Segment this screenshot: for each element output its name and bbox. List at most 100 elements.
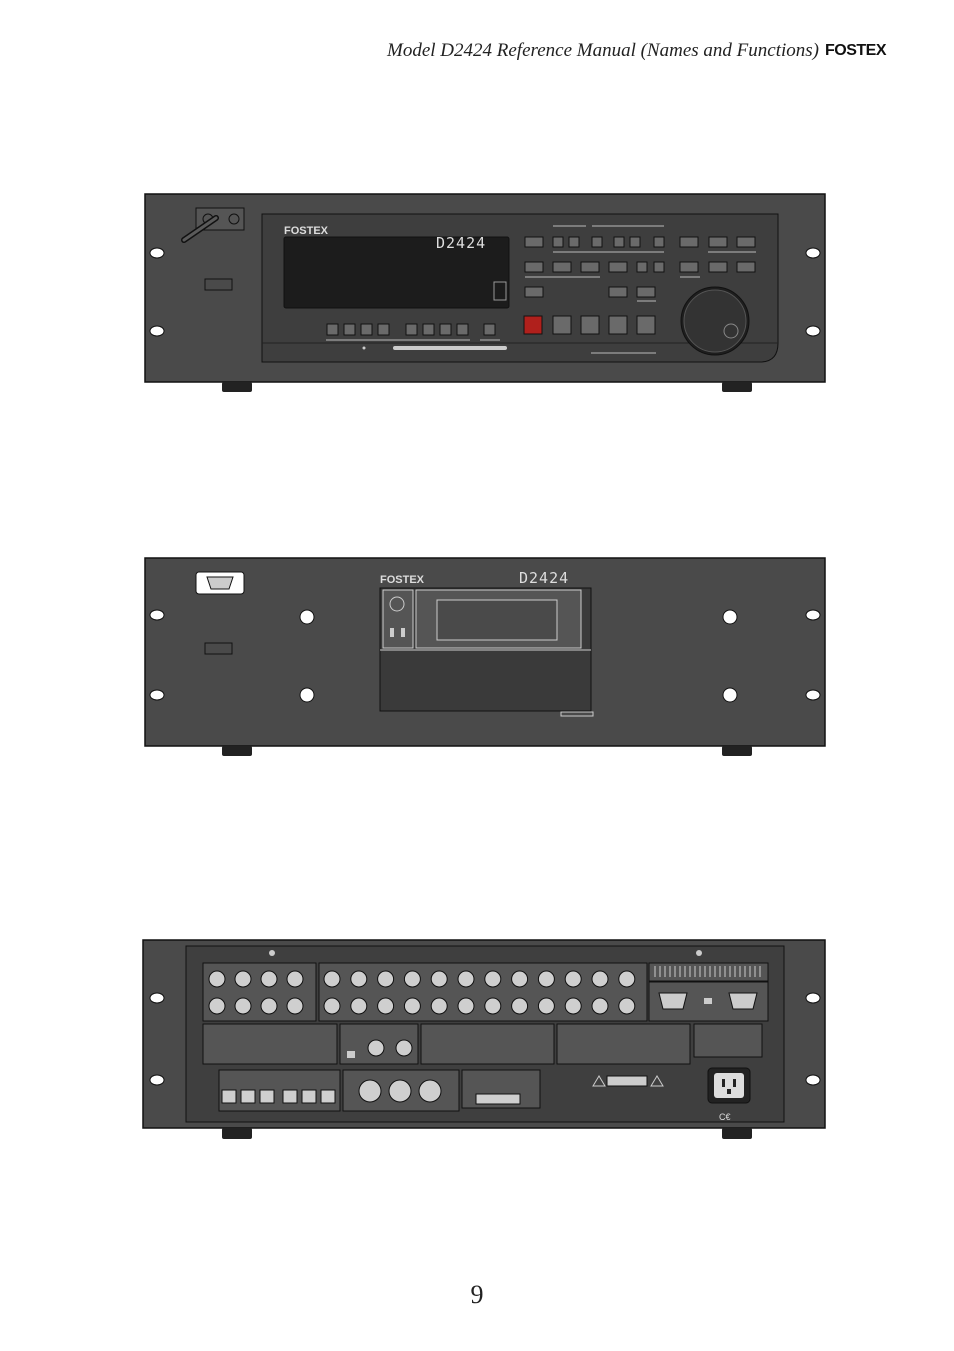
digital-bnc-connector[interactable] xyxy=(564,970,582,988)
track-select-button[interactable] xyxy=(456,323,469,336)
analog-connector[interactable] xyxy=(208,970,226,988)
function-button[interactable] xyxy=(524,261,544,273)
analog-connector[interactable] xyxy=(234,997,252,1015)
warning-icon xyxy=(592,1075,606,1087)
network-port[interactable] xyxy=(320,1089,336,1104)
key-lock[interactable] xyxy=(389,596,405,612)
function-button[interactable] xyxy=(653,236,665,248)
digital-bnc-connector[interactable] xyxy=(591,970,609,988)
ethernet-block xyxy=(218,1069,341,1112)
network-port[interactable] xyxy=(282,1089,298,1104)
selector-switch[interactable] xyxy=(704,998,712,1004)
track-select-button[interactable] xyxy=(343,323,356,336)
fast-forward-button[interactable] xyxy=(636,315,656,335)
function-button[interactable] xyxy=(524,236,544,248)
rack-hole xyxy=(805,1074,821,1086)
function-button[interactable] xyxy=(679,236,699,248)
termination-switch[interactable] xyxy=(347,1051,355,1058)
foot xyxy=(222,746,252,756)
analog-connector[interactable] xyxy=(234,970,252,988)
track-select-button[interactable] xyxy=(326,323,339,336)
digital-bnc-connector[interactable] xyxy=(430,997,448,1015)
function-button[interactable] xyxy=(629,236,641,248)
track-select-button[interactable] xyxy=(439,323,452,336)
digital-bnc-connector[interactable] xyxy=(564,997,582,1015)
digital-bnc-connector[interactable] xyxy=(618,997,636,1015)
word-clock-connector[interactable] xyxy=(367,1039,385,1057)
function-button[interactable] xyxy=(736,236,756,248)
bnc-connector-rows xyxy=(323,970,636,1015)
digital-bnc-connector[interactable] xyxy=(511,970,529,988)
scsi-port[interactable] xyxy=(475,1093,521,1105)
mount-hole xyxy=(722,609,738,625)
record-button[interactable] xyxy=(523,315,543,335)
serial-port[interactable] xyxy=(658,992,688,1010)
digital-bnc-connector[interactable] xyxy=(537,970,555,988)
function-button[interactable] xyxy=(679,261,699,273)
function-button[interactable] xyxy=(736,261,756,273)
digital-bnc-connector[interactable] xyxy=(430,970,448,988)
digital-bnc-connector[interactable] xyxy=(323,970,341,988)
serial-port[interactable] xyxy=(728,992,758,1010)
network-port[interactable] xyxy=(301,1089,317,1104)
network-port[interactable] xyxy=(240,1089,256,1104)
analog-connector[interactable] xyxy=(260,970,278,988)
function-button[interactable] xyxy=(636,286,656,298)
midi-connector[interactable] xyxy=(418,1079,442,1103)
analog-connector[interactable] xyxy=(208,997,226,1015)
digital-bnc-connector[interactable] xyxy=(484,997,502,1015)
page-number: 9 xyxy=(470,1280,484,1309)
function-button[interactable] xyxy=(636,261,648,273)
analog-connector[interactable] xyxy=(286,970,304,988)
digital-bnc-connector[interactable] xyxy=(484,970,502,988)
network-port[interactable] xyxy=(221,1089,237,1104)
digital-bnc-connector[interactable] xyxy=(457,997,475,1015)
drive-panel-figure: FOSTEX D2424 xyxy=(144,557,826,756)
midi-connector[interactable] xyxy=(388,1079,412,1103)
function-button[interactable] xyxy=(608,261,628,273)
function-button[interactable] xyxy=(591,236,603,248)
function-button[interactable] xyxy=(613,236,625,248)
track-select-button[interactable] xyxy=(405,323,418,336)
rear-panel-figure: C€ xyxy=(142,939,826,1139)
digital-bnc-connector[interactable] xyxy=(377,970,395,988)
digital-bnc-connector[interactable] xyxy=(537,997,555,1015)
function-button[interactable] xyxy=(580,261,600,273)
level-slider[interactable] xyxy=(393,346,507,350)
word-clock-connector[interactable] xyxy=(395,1039,413,1057)
function-button[interactable] xyxy=(653,261,665,273)
function-button[interactable] xyxy=(568,236,580,248)
remote-connector[interactable] xyxy=(206,576,234,590)
function-button[interactable] xyxy=(552,261,572,273)
rewind-button[interactable] xyxy=(608,315,628,335)
function-button[interactable] xyxy=(552,236,564,248)
function-button[interactable] xyxy=(708,236,728,248)
analog-connector[interactable] xyxy=(260,997,278,1015)
play-button[interactable] xyxy=(580,315,600,335)
analog-connector[interactable] xyxy=(286,997,304,1015)
foot xyxy=(722,1128,752,1139)
stop-button[interactable] xyxy=(552,315,572,335)
function-button[interactable] xyxy=(524,286,544,298)
digital-bnc-connector[interactable] xyxy=(350,997,368,1015)
rack-hole xyxy=(805,689,821,701)
digital-bnc-connector[interactable] xyxy=(511,997,529,1015)
digital-bnc-connector[interactable] xyxy=(323,997,341,1015)
digital-bnc-connector[interactable] xyxy=(457,970,475,988)
indicator-slot xyxy=(204,278,233,291)
midi-connector[interactable] xyxy=(358,1079,382,1103)
function-button[interactable] xyxy=(708,261,728,273)
function-button[interactable] xyxy=(608,286,628,298)
digital-bnc-connector[interactable] xyxy=(403,997,421,1015)
track-select-button[interactable] xyxy=(422,323,435,336)
digital-bnc-connector[interactable] xyxy=(618,970,636,988)
digital-bnc-connector[interactable] xyxy=(403,970,421,988)
network-port[interactable] xyxy=(259,1089,275,1104)
all-select-button[interactable] xyxy=(483,323,496,336)
digital-bnc-connector[interactable] xyxy=(377,997,395,1015)
digital-bnc-connector[interactable] xyxy=(591,997,609,1015)
digital-bnc-connector[interactable] xyxy=(350,970,368,988)
lcd-display xyxy=(283,236,510,309)
track-select-button[interactable] xyxy=(360,323,373,336)
track-select-button[interactable] xyxy=(377,323,390,336)
